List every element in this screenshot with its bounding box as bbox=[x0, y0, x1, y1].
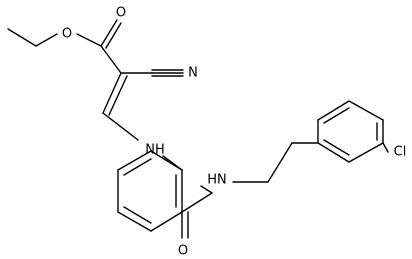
ring-bond-2 bbox=[117, 150, 152, 171]
atom-label-amide-oxygen: O bbox=[178, 244, 188, 259]
bond-ch2-ch2 bbox=[267, 142, 293, 183]
bond-ethyl-ch3 bbox=[7, 28, 37, 47]
atom-label-amine-nh: NH bbox=[145, 143, 165, 158]
bond-ring-cl bbox=[382, 142, 389, 153]
bond-o-carbonyl bbox=[76, 33, 102, 47]
atom-label-carbonyl-oxygen: O bbox=[116, 6, 126, 21]
ring-bond-5 bbox=[150, 211, 183, 232]
ring2-bond-1 bbox=[317, 142, 350, 163]
ring2-inner-1 bbox=[323, 139, 350, 156]
ring-inner-1 bbox=[123, 158, 152, 176]
bond-vinyl-nh bbox=[102, 112, 139, 141]
ring2-bond-4 bbox=[348, 100, 384, 121]
bond-alkene-a bbox=[102, 72, 122, 114]
atom-label-amide-nh: HN bbox=[207, 173, 227, 188]
ring2-bond-2 bbox=[348, 142, 384, 163]
bond-carbonyl-double-a bbox=[100, 19, 118, 47]
bond-alkene-b bbox=[108, 75, 128, 116]
atom-label-chlorine: Cl bbox=[394, 145, 407, 160]
bond-ring-amide-c bbox=[181, 192, 213, 213]
ring-bond-1 bbox=[150, 150, 183, 171]
atom-label-ester-oxygen: O bbox=[62, 27, 72, 42]
bond-carbonyl-alpha bbox=[100, 45, 122, 74]
ring2-inner-3 bbox=[323, 107, 350, 124]
ring-inner-2 bbox=[123, 206, 152, 224]
bond-carbonyl-double-b bbox=[105, 22, 122, 49]
atom-label-nitrile-nitrogen: N bbox=[188, 66, 198, 81]
ring2-bond-5 bbox=[317, 100, 350, 121]
bond-ethyl-ch2-o bbox=[35, 33, 58, 47]
bond-amide-c-n bbox=[200, 185, 213, 194]
ring-bond-4 bbox=[117, 211, 152, 232]
